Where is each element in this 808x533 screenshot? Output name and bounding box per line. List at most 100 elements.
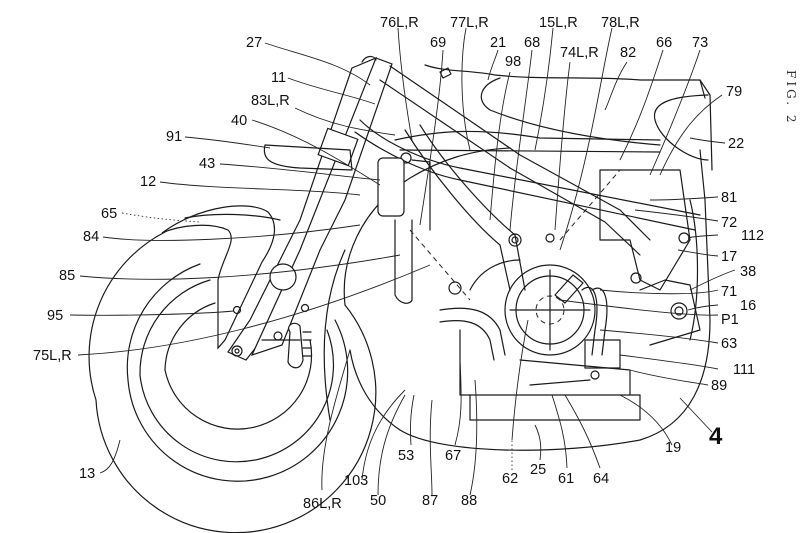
label-69: 69: [430, 35, 446, 51]
leader-63: [599, 329, 719, 344]
leader-64: [564, 394, 601, 469]
frame-bolt-2-inner: [511, 236, 519, 244]
pivot-16: [670, 302, 688, 320]
leader-78: [559, 27, 613, 251]
label-68: 68: [524, 35, 540, 51]
label-84: 84: [83, 229, 99, 245]
leader-103: [361, 389, 406, 481]
radiator-reservoir: [377, 157, 405, 217]
exhaust-hoses: [439, 281, 621, 386]
leader-61: [551, 394, 568, 469]
hose-67: [439, 307, 506, 356]
leg-shield: [323, 249, 346, 421]
pivot-16-inner: [674, 306, 684, 316]
label-87: 87: [422, 493, 438, 509]
leader-13: [99, 439, 121, 474]
label-76: 76L,R: [380, 15, 419, 31]
label-75: 75L,R: [33, 348, 72, 364]
leader-111: [619, 354, 719, 370]
leader-83: [294, 107, 396, 136]
leader-21: [487, 49, 499, 81]
fork-pin-95: [232, 305, 242, 315]
seat-top: [424, 64, 706, 99]
frame-upper-rail: [389, 65, 651, 241]
label-72: 72: [721, 215, 737, 231]
leader-17: [677, 249, 719, 257]
water-pump-111: [584, 339, 621, 369]
leader-15: [534, 27, 554, 151]
headlight-91: [263, 144, 353, 171]
rear-frame-17: [689, 199, 699, 341]
leader-87: [429, 399, 433, 496]
label-112: 112: [741, 228, 764, 244]
leader-85: [79, 254, 401, 280]
leader-16: [687, 304, 719, 311]
battery-box-81: [599, 169, 691, 291]
label-111: 111: [733, 362, 755, 378]
leader-72: [634, 209, 719, 222]
label-11: 11: [271, 70, 286, 86]
fender-stripe: [184, 213, 281, 221]
leader-19: [619, 394, 673, 446]
label-77: 77L,R: [450, 15, 489, 31]
label-81: 81: [721, 190, 737, 206]
leader-112: [687, 234, 719, 239]
figure-title: FIG. 2: [784, 70, 798, 126]
caliper-fins: [302, 331, 312, 357]
leader-75: [77, 264, 431, 356]
label-89: 89: [711, 378, 727, 394]
leader-76: [397, 27, 413, 141]
label-12: 12: [140, 174, 156, 190]
leader-22: [689, 137, 726, 144]
leader-74: [554, 61, 571, 231]
pipe-63: [581, 286, 598, 356]
cylinder-port: [554, 274, 584, 304]
label-86: 86L,R: [303, 496, 342, 512]
label-43: 43: [199, 156, 215, 172]
label-95: 95: [47, 308, 63, 324]
leader-43: [219, 163, 381, 181]
front-fork: [227, 55, 393, 361]
main-frame: [354, 65, 701, 291]
label-88: 88: [461, 493, 477, 509]
axle-hub: [269, 263, 297, 291]
label-53: 53: [398, 448, 414, 464]
leader-91: [184, 136, 271, 149]
tire-outer-top: [88, 231, 166, 401]
engine-case-61: [519, 359, 631, 396]
tail-cowl-22-lower: [654, 119, 709, 161]
caliper-body: [287, 322, 304, 369]
leader-66: [619, 49, 664, 161]
oil-pan-25: [469, 394, 641, 421]
leader-81: [649, 196, 719, 201]
engine-case-lower: [459, 329, 641, 396]
front-cowl-curve: [343, 147, 511, 306]
leader-89: [629, 369, 709, 386]
label-103: 103: [344, 473, 368, 489]
front-wheel: [88, 231, 377, 533]
fork-clamp: [317, 127, 359, 167]
label-63: 63: [721, 336, 737, 352]
label-50: 50: [370, 493, 386, 509]
label-38: 38: [740, 264, 756, 280]
label-P1: P1: [721, 312, 739, 328]
seat-tank: [424, 64, 713, 171]
leader-11: [287, 77, 376, 105]
reference-labels: 27 11 83L,R 40 91 43 12 65 84 85 95 75L,…: [33, 15, 764, 512]
leader-73: [649, 49, 701, 176]
fork-bolt-inner: [234, 348, 240, 354]
frame-cross-76: [394, 130, 661, 141]
dash-axis-88: [409, 229, 471, 301]
leader-82: [604, 61, 628, 111]
label-64: 64: [593, 471, 609, 487]
frame-bolt-3: [545, 233, 555, 243]
tail-cowl-22: [653, 94, 709, 121]
label-98: 98: [505, 54, 521, 70]
fender-body: [161, 205, 275, 350]
label-62: 62: [502, 471, 518, 487]
leader-67: [454, 359, 462, 446]
label-19: 19: [665, 440, 681, 456]
down-tube-2: [419, 124, 526, 291]
leader-98: [489, 71, 511, 221]
